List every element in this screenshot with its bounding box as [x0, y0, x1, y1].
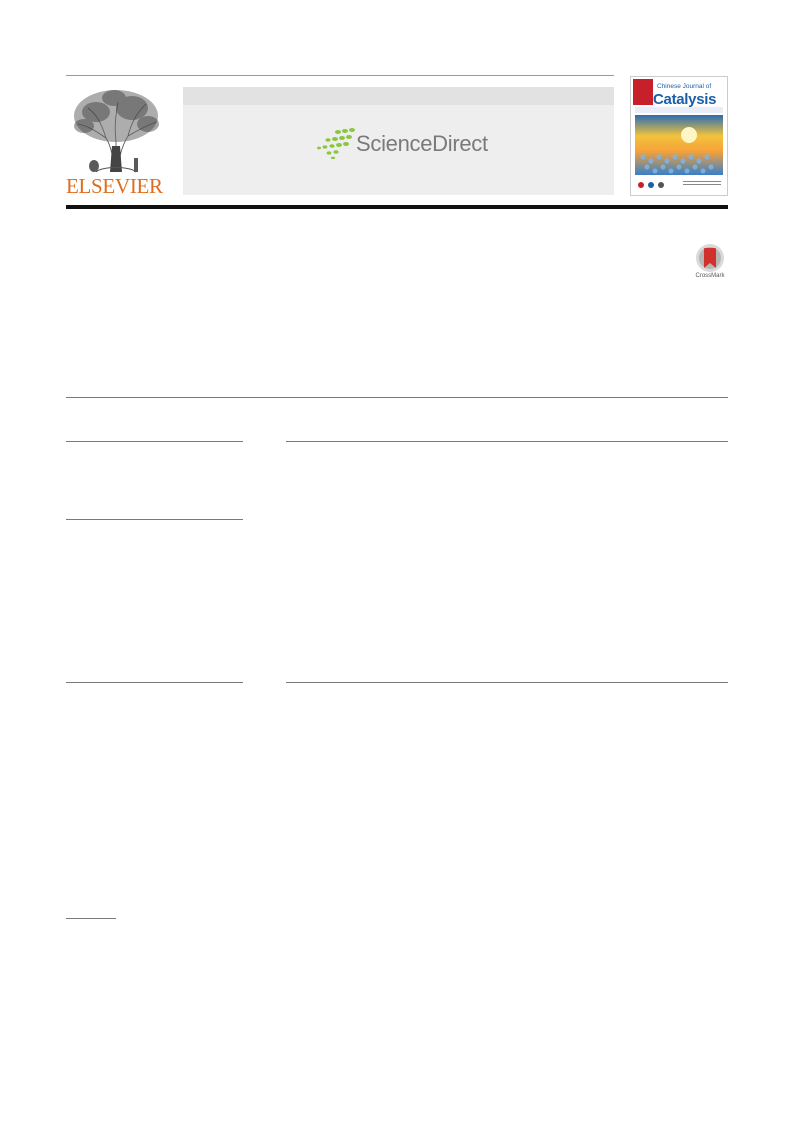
journal-cover: Chinese Journal of Catalysis — [630, 76, 728, 196]
sciencedirect-dots-icon — [317, 128, 355, 159]
left-column-rule-3 — [66, 682, 243, 683]
article-info-rule — [66, 397, 728, 398]
left-column-rule-1 — [66, 441, 243, 442]
sciencedirect-wordmark: ScienceDirect — [356, 131, 488, 156]
elsevier-wordmark: ELSEVIER — [66, 174, 163, 198]
left-column-rule-2 — [66, 519, 243, 520]
abstract-top-rule — [286, 441, 728, 442]
header-top-rule — [66, 75, 614, 76]
journal-cover-prefix: Chinese Journal of — [657, 83, 712, 90]
sciencedirect-banner — [183, 87, 614, 195]
crossmark-label: CrossMark — [695, 273, 725, 279]
abstract-bottom-rule — [286, 682, 728, 683]
elsevier-tree-icon — [74, 90, 159, 173]
footnote-rule — [66, 918, 116, 919]
sciencedirect-banner-band — [183, 87, 614, 105]
journal-cover-art — [631, 77, 727, 195]
journal-cover-title: Catalysis — [653, 91, 717, 108]
header-thick-rule — [66, 205, 728, 209]
crossmark-icon[interactable] — [693, 243, 727, 283]
